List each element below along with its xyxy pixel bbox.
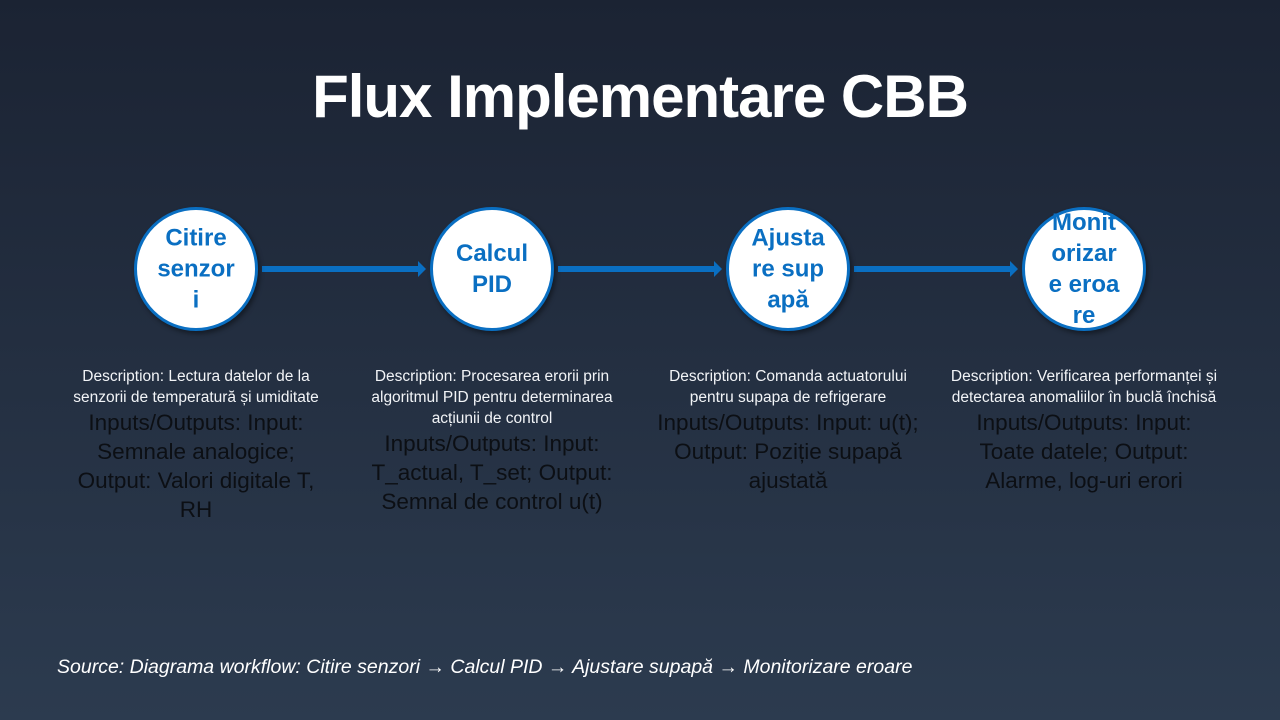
- step-label-2: Calcul PID: [455, 240, 529, 298]
- step-io: Inputs/Outputs: Input: u(t); Output: Poz…: [657, 410, 919, 493]
- step-description: Description: Lectura datelor de la senzo…: [73, 368, 319, 406]
- arrow-3-to-4: [854, 261, 1018, 277]
- step-label-1: Citire senzori: [157, 224, 235, 314]
- step-label-3: Ajustare supapă: [751, 224, 825, 314]
- step-label-4: Monitorizare eroare: [1048, 209, 1120, 329]
- step-io: Inputs/Outputs: Input: Toate datele; Out…: [976, 410, 1192, 493]
- step-node-1: [134, 207, 258, 331]
- arrow-1-to-2: [262, 261, 426, 277]
- step-description: Description: Comanda actuatorului pentru…: [669, 368, 907, 406]
- step-info-1: Description: Lectura datelor de la senzo…: [61, 366, 331, 524]
- step-info-2: Description: Procesarea erorii prin algo…: [357, 366, 627, 516]
- step-node-4: [1022, 207, 1146, 331]
- step-io: Inputs/Outputs: Input: Semnale analogice…: [77, 410, 315, 522]
- step-node-2: [430, 207, 554, 331]
- arrow-2-to-3: [558, 261, 722, 277]
- step-node-3: [726, 207, 850, 331]
- step-info-4: Description: Verificarea performanței și…: [949, 366, 1219, 495]
- step-description: Description: Verificarea performanței și…: [950, 368, 1218, 406]
- step-info-3: Description: Comanda actuatorului pentru…: [653, 366, 923, 495]
- step-description: Description: Procesarea erorii prin algo…: [371, 368, 613, 427]
- slide-title: Flux Implementare CBB: [312, 63, 969, 130]
- step-io: Inputs/Outputs: Input: T_actual, T_set; …: [371, 431, 613, 514]
- source-note: Source: Diagrama workflow: Citire senzor…: [57, 656, 913, 678]
